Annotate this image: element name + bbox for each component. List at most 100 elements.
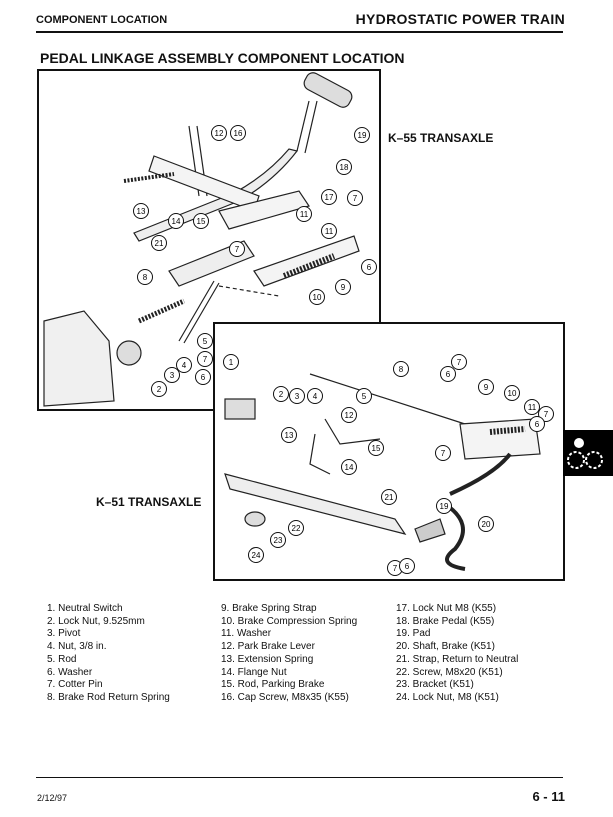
callout-number: 14 (172, 217, 181, 226)
callout-number: 7 (235, 245, 240, 254)
callout-number: 21 (155, 239, 164, 248)
callout-bubble (393, 361, 409, 377)
callout-bubble (296, 206, 312, 222)
callout-bubble (356, 388, 372, 404)
callout-number: 8 (399, 365, 404, 374)
callout-number: 7 (353, 194, 358, 203)
legend-item: 8. Brake Rod Return Spring (47, 691, 170, 703)
chapter-header: HYDROSTATIC POWER TRAIN (355, 11, 565, 27)
callout-number: 20 (482, 520, 491, 529)
callout-number: 11 (528, 403, 537, 412)
callout-number: 9 (341, 283, 346, 292)
legend-item: 5. Rod (47, 653, 77, 665)
callout-bubble (335, 279, 351, 295)
callout-number: 18 (340, 163, 349, 172)
legend-item: 18. Brake Pedal (K55) (396, 615, 495, 627)
callout-bubble (197, 351, 213, 367)
callout-bubble (195, 369, 211, 385)
callout-number: 17 (325, 193, 334, 202)
callout-number: 7 (441, 449, 446, 458)
callout-number: 19 (440, 502, 449, 511)
callout-bubble (230, 125, 246, 141)
callout-number: 16 (234, 129, 243, 138)
section-header: COMPONENT LOCATION (36, 14, 168, 26)
callout-number: 6 (535, 420, 540, 429)
callout-bubble (309, 289, 325, 305)
legend-item: 11. Washer (221, 628, 272, 640)
legend-item: 15. Rod, Parking Brake (221, 679, 325, 691)
callout-bubble (137, 269, 153, 285)
callout-bubble (281, 427, 297, 443)
legend-item: 7. Cotter Pin (47, 679, 103, 691)
legend-item: 10. Brake Compression Spring (221, 615, 358, 627)
callout-bubble (211, 125, 227, 141)
callout-number: 2 (279, 390, 284, 399)
callout-bubble (381, 489, 397, 505)
callout-bubble (341, 459, 357, 475)
legend-item: 2. Lock Nut, 9.525mm (47, 615, 145, 627)
callout-number: 19 (358, 131, 367, 140)
k51-label: K–51 TRANSAXLE (96, 495, 202, 509)
footer-divider (36, 777, 563, 778)
callout-number: 4 (313, 392, 318, 401)
callout-number: 13 (137, 207, 146, 216)
legend-item: 16. Cap Screw, M8x35 (K55) (221, 691, 349, 703)
legend-item: 23. Bracket (K51) (396, 679, 474, 691)
callout-bubble (321, 223, 337, 239)
callout-number: 3 (295, 392, 300, 401)
callout-bubble (273, 386, 289, 402)
callout-bubble (133, 203, 149, 219)
legend-column-2: 9. Brake Spring Strap 10. Brake Compress… (221, 603, 357, 705)
callout-number: 8 (143, 273, 148, 282)
callout-number: 1 (229, 358, 234, 367)
callout-bubble (341, 407, 357, 423)
callout-bubble (289, 388, 305, 404)
callout-bubble (288, 520, 304, 536)
callout-bubble (436, 498, 452, 514)
callout-bubble (347, 190, 363, 206)
callout-number: 7 (544, 410, 549, 419)
callout-bubble (435, 445, 451, 461)
callout-bubble (524, 399, 540, 415)
callout-bubble (399, 558, 415, 574)
k55-label: K–55 TRANSAXLE (388, 131, 494, 145)
callout-number: 6 (201, 373, 206, 382)
legend-item: 1. Neutral Switch (47, 603, 123, 614)
callout-bubble (354, 127, 370, 143)
callout-number: 5 (362, 392, 367, 401)
callout-bubble (478, 379, 494, 395)
callout-number: 5 (203, 337, 208, 346)
callout-number: 7 (457, 358, 462, 367)
callout-bubble (451, 354, 467, 370)
callout-bubble (197, 333, 213, 349)
callout-bubble (538, 406, 554, 422)
legend-item: 24. Lock Nut, M8 (K51) (396, 691, 499, 703)
callout-bubble (229, 241, 245, 257)
header-divider (36, 31, 563, 33)
page-title: PEDAL LINKAGE ASSEMBLY COMPONENT LOCATIO… (40, 50, 405, 66)
callout-number: 15 (372, 444, 381, 453)
callout-bubble (223, 354, 239, 370)
callout-number: 15 (197, 217, 206, 226)
legend-item: 21. Strap, Return to Neutral (396, 653, 519, 665)
gears-icon (567, 438, 603, 469)
callout-bubble (193, 213, 209, 229)
legend-item: 14. Flange Nut (221, 666, 287, 678)
callout-number: 11 (300, 210, 309, 219)
callout-bubble (176, 357, 192, 373)
callout-number: 2 (157, 385, 162, 394)
legend-item: 13. Extension Spring (221, 653, 314, 665)
legend-item: 3. Pivot (47, 628, 81, 640)
callout-number: 12 (215, 129, 224, 138)
callout-number: 10 (508, 389, 517, 398)
legend-item: 6. Washer (47, 666, 93, 678)
callout-number: 23 (274, 536, 283, 545)
callout-number: 13 (285, 431, 294, 440)
callout-bubble (368, 440, 384, 456)
callout-number: 10 (313, 293, 322, 302)
callout-bubble (336, 159, 352, 175)
callout-number: 6 (367, 263, 372, 272)
